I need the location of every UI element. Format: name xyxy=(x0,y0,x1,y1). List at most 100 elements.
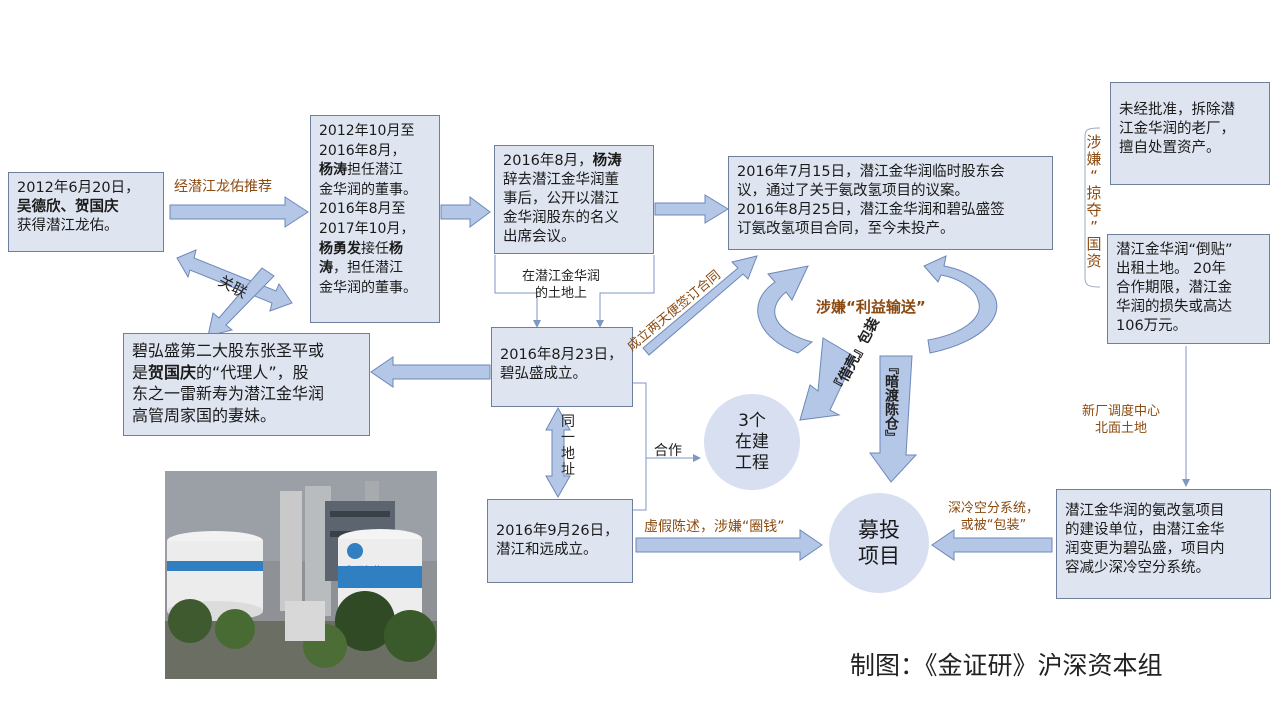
same-address-1: 同 xyxy=(561,414,575,430)
arrow-cycle-right xyxy=(923,255,998,354)
label-on-land: 在潜江金华润 的土地上 xyxy=(522,268,600,302)
seize-5: 夺 xyxy=(1086,201,1102,219)
b3-line-3: 事后，公开以潜江 xyxy=(503,191,619,207)
fundraise-line-2: 项目 xyxy=(858,544,900,568)
seize-6: ” xyxy=(1090,218,1098,236)
arrow-b6-b5 xyxy=(370,356,491,388)
box-b2: 2012年10月至 2016年8月， 杨涛担任潜江 金华润的董事。 2016年8… xyxy=(310,115,440,323)
b8-line-1: 未经批准，拆除潜 xyxy=(1119,102,1235,118)
b10-line-2: 的建设单位，由潜江金华 xyxy=(1065,522,1225,538)
arrow-same-address xyxy=(545,406,571,499)
label-secret: 『暗渡陈仓』 xyxy=(880,360,899,444)
b7-line-2: 潜江和远成立。 xyxy=(496,542,598,558)
arrow-secret xyxy=(869,355,918,483)
b1-line-acquire: 获得潜江龙佑。 xyxy=(17,218,119,234)
label-cooperate: 合作 xyxy=(654,443,682,459)
box-b4: 2016年7月15日，潜江金华润临时股东会 议，通过了关于氨改氢项目的议案。 2… xyxy=(728,156,1053,250)
same-address-4: 址 xyxy=(561,462,575,478)
b5-line-2a: 是 xyxy=(132,362,149,382)
b2-line-2: 2016年8月， xyxy=(319,142,406,159)
b2-line-9: 金华润的董事。 xyxy=(319,279,417,296)
b5-line-3: 东之一雷新寿为潜江金华润 xyxy=(132,384,325,403)
tank-brand-text: 和远气体 xyxy=(346,564,382,576)
b2-line-4: 金华润的董事。 xyxy=(319,181,417,198)
projects-line-3: 工程 xyxy=(735,452,769,473)
label-same-address: 同 一 地 址 xyxy=(561,414,575,478)
arrow-related xyxy=(176,249,293,312)
box-b7: 2016年9月26日， 潜江和远成立。 xyxy=(487,499,633,583)
gas-tank-photo: 和远气体 xyxy=(165,471,437,679)
b2-name-yangyongfa: 杨勇发 xyxy=(319,240,361,257)
box-b1: 2012年6月20日， 吴德欣、贺国庆 获得潜江龙佑。 xyxy=(8,172,164,252)
box-b5: 碧弘盛第二大股东张圣平或 是贺国庆的“代理人”，股 东之一雷新寿为潜江金华润 高… xyxy=(123,333,370,436)
b4-line-2: 议，通过了关于氨改氢项目的议案。 xyxy=(737,183,969,199)
b2-name-yang: 杨 xyxy=(389,240,403,257)
b3-line-5: 出席会议。 xyxy=(503,229,576,245)
line-b3-b6-left xyxy=(494,255,541,328)
b4-line-3: 2016年8月25日，潜江金华润和碧弘盛签 xyxy=(737,202,1005,218)
b8-line-3: 擅自处置资产。 xyxy=(1119,140,1221,156)
seize-3: “ xyxy=(1090,167,1098,185)
b10-line-3: 润变更为碧弘盛，项目内 xyxy=(1065,541,1225,557)
b4-line-4: 订氨改氢项目合同，至今未投产。 xyxy=(737,221,955,237)
b2-line-5: 2016年8月至 xyxy=(319,201,406,218)
label-false-statement: 虚假陈述，涉嫌“圈钱” xyxy=(644,519,785,535)
arrow-cryo xyxy=(931,529,1053,561)
b2-line-8: ，担任潜江 xyxy=(333,260,403,277)
seize-4: 掠 xyxy=(1086,184,1102,202)
circle-fundraise: 募投 项目 xyxy=(829,493,929,593)
label-seize: 涉 嫌 “ 掠 夺 ” 国 资 xyxy=(1086,134,1102,270)
b1-line-date: 2012年6月20日， xyxy=(17,180,140,196)
b2-line-6: 2017年10月， xyxy=(319,220,415,237)
b4-line-1: 2016年7月15日，潜江金华润临时股东会 xyxy=(737,164,1005,180)
line-cooperate xyxy=(633,382,700,511)
projects-line-2: 在建 xyxy=(735,431,769,452)
b10-line-4: 容减少深冷空分系统。 xyxy=(1065,560,1210,576)
b2-line-3: 担任潜江 xyxy=(347,162,403,179)
label-on-land-2: 的土地上 xyxy=(535,286,588,301)
b5-line-1: 碧弘盛第二大股东张圣平或 xyxy=(132,341,325,360)
label-cryo-1: 深冷空分系统， xyxy=(948,501,1040,516)
b9-line-1: 潜江金华润“倒贴” xyxy=(1116,242,1233,258)
line-b3-b6-right xyxy=(596,255,655,328)
box-b8: 未经批准，拆除潜 江金华润的老厂， 擅自处置资产。 xyxy=(1110,82,1270,185)
b9-line-5: 106万元。 xyxy=(1116,318,1188,334)
seize-7: 国 xyxy=(1086,235,1102,253)
b6-line-2: 碧弘盛成立。 xyxy=(500,366,587,382)
box-b6: 2016年8月23日， 碧弘盛成立。 xyxy=(491,327,633,407)
seize-8: 资 xyxy=(1086,252,1102,270)
label-north-land-2: 北面土地 xyxy=(1095,421,1148,436)
b2-name-yangtao: 杨涛 xyxy=(319,162,347,179)
same-address-3: 地 xyxy=(561,446,575,462)
b1-line-names: 吴德欣、贺国庆 xyxy=(17,199,119,215)
box-b9: 潜江金华润“倒贴” 出租土地。 20年 合作期限，潜江金 华润的损失或高达 10… xyxy=(1107,234,1270,344)
b3-line-2: 辞去潜江金华润董 xyxy=(503,172,619,188)
seize-2: 嫌 xyxy=(1086,150,1102,168)
b6-line-1: 2016年8月23日， xyxy=(500,347,623,363)
photo-illustration: 和远气体 xyxy=(165,471,437,679)
b8-line-2: 江金华润的老厂， xyxy=(1119,121,1235,137)
arrow-recommend xyxy=(169,196,309,228)
brace-seize xyxy=(1084,127,1101,288)
b3-line-1: 2016年8月， xyxy=(503,153,593,169)
fundraise-line-1: 募投 xyxy=(858,518,900,542)
b9-line-4: 华润的损失或高达 xyxy=(1116,299,1232,315)
seize-1: 涉 xyxy=(1086,133,1102,151)
b2-line-1: 2012年10月至 xyxy=(319,123,415,139)
b2-line-7: 接任 xyxy=(361,240,389,257)
b3-line-4: 金华润股东的名义 xyxy=(503,210,619,226)
same-address-2: 一 xyxy=(561,430,575,446)
chart-credit: 制图：《金证研》沪深资本组 xyxy=(850,651,1163,680)
b9-line-3: 合作期限，潜江金 xyxy=(1116,280,1232,296)
box-b10: 潜江金华润的氨改氢项目 的建设单位，由潜江金华 润变更为碧弘盛，项目内 容减少深… xyxy=(1056,489,1271,599)
b5-line-4: 高管周家国的妻妹。 xyxy=(132,405,277,425)
box-b3: 2016年8月，杨涛 辞去潜江金华润董 事后，公开以潜江 金华润股东的名义 出席… xyxy=(494,145,654,254)
label-north-land-1: 新厂调度中心 xyxy=(1082,404,1161,419)
arrow-b3-b4 xyxy=(654,194,729,224)
label-benefit: 涉嫌“利益输送” xyxy=(816,298,926,316)
circle-projects: 3个 在建 工程 xyxy=(704,394,800,490)
label-recommend: 经潜江龙佑推荐 xyxy=(174,179,272,195)
label-cryo: 深冷空分系统， 或被“包装” xyxy=(948,500,1039,534)
arrow-borrow xyxy=(799,337,856,421)
